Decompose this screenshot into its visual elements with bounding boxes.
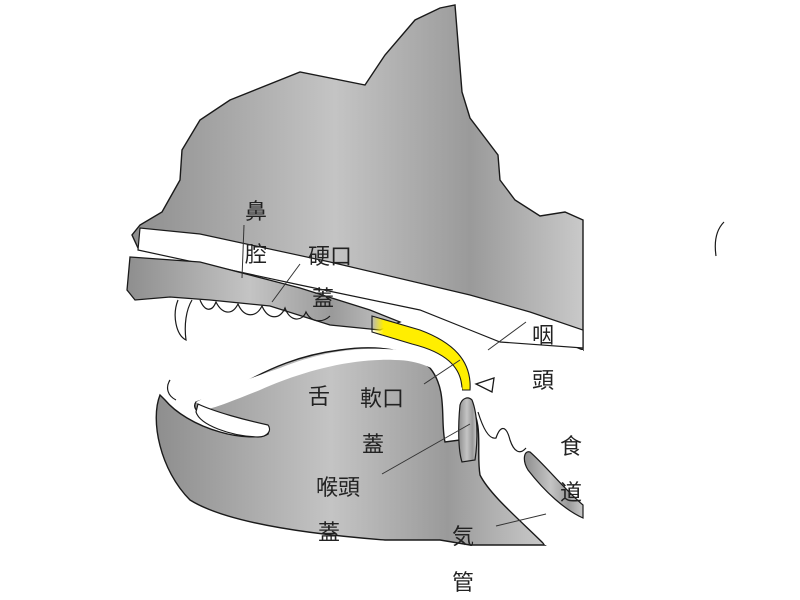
lower-jaw-tip xyxy=(168,380,176,400)
label-hard-palate-2: 蓋 xyxy=(312,287,334,312)
label-pharynx-1: 咽 xyxy=(532,324,554,349)
label-trachea-1: 気 xyxy=(452,525,474,550)
label-soft-palate-1: 軟口 xyxy=(360,387,404,412)
label-epiglottis-1: 喉頭 xyxy=(316,476,360,501)
label-trachea-2: 管 xyxy=(452,571,474,596)
edge-curve xyxy=(715,222,724,256)
label-esophagus-2: 道 xyxy=(560,481,582,506)
nasopharynx-space xyxy=(470,340,583,405)
label-nasal-cavity-2: 腔 xyxy=(245,243,267,268)
label-hard-palate-1: 硬口 xyxy=(308,245,352,270)
label-tongue: 舌 xyxy=(308,385,330,410)
label-nasal-cavity-1: 鼻 xyxy=(245,200,267,225)
larynx-outline xyxy=(478,412,526,452)
label-pharynx-2: 頭 xyxy=(532,369,554,394)
epiglottis-tissue xyxy=(459,398,477,462)
label-esophagus-1: 食 xyxy=(560,435,582,460)
label-epiglottis-2: 蓋 xyxy=(318,521,340,546)
label-soft-palate-2: 蓋 xyxy=(362,433,384,458)
